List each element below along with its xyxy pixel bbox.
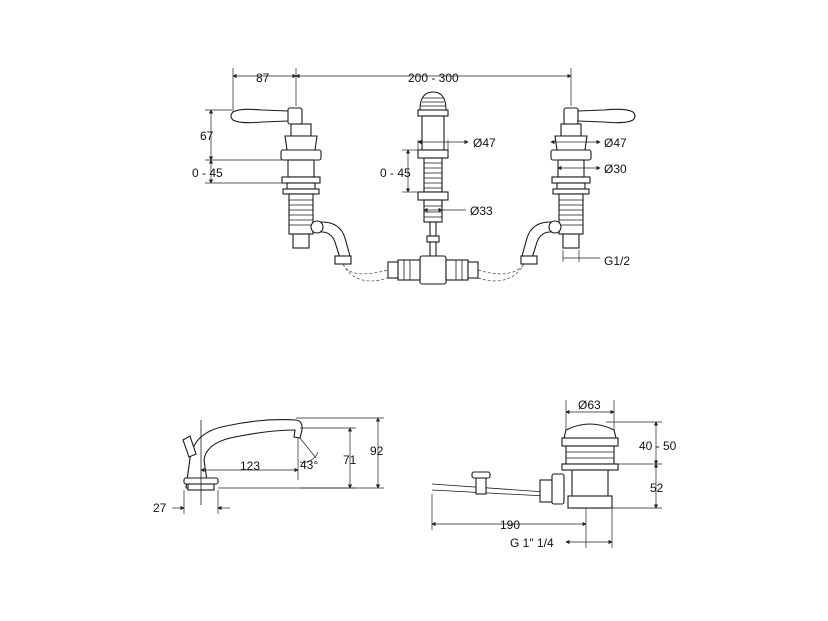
dim-27-label: 27 <box>153 501 167 515</box>
dim-33-label: Ø33 <box>470 204 493 218</box>
dim-0-45-left-label: 0 - 45 <box>192 166 223 180</box>
dim-92-label: 92 <box>370 444 384 458</box>
dim-g1-label: G 1" 1/4 <box>510 536 554 550</box>
dim-63-label: Ø63 <box>578 398 601 412</box>
dim-30-label: Ø30 <box>604 162 627 176</box>
right-lever-valve <box>520 107 636 265</box>
left-lever-valve <box>230 107 352 265</box>
center-spout-body <box>387 91 479 285</box>
dim-67-label: 67 <box>200 129 214 143</box>
dim-40-50-label: 40 - 50 <box>639 439 677 453</box>
dim-47-right-label: Ø47 <box>604 136 627 150</box>
dim-71-label: 71 <box>343 453 357 467</box>
dim-52-label: 52 <box>650 481 664 495</box>
dim-87-label: 87 <box>256 71 270 85</box>
spout-dimension-lines <box>172 417 384 514</box>
connecting-hoses <box>342 263 525 282</box>
spout-dimension-labels: 123 43° 71 92 27 <box>153 444 384 515</box>
popup-waste-assembly <box>431 423 619 509</box>
dim-123-label: 123 <box>240 459 260 473</box>
dim-g12-label: G1/2 <box>604 254 630 268</box>
dim-200-300-label: 200 - 300 <box>408 71 459 85</box>
dim-190-label: 190 <box>500 518 520 532</box>
dim-0-45-center-label: 0 - 45 <box>380 166 411 180</box>
dim-47-center-label: Ø47 <box>473 136 496 150</box>
spout-side-view <box>182 419 303 505</box>
top-dimension-labels: 87 200 - 300 67 0 - 45 0 - 45 Ø47 Ø33 Ø4… <box>192 71 630 268</box>
waste-dimension-lines <box>431 400 662 548</box>
dim-43-degree-label: 43° <box>300 458 318 472</box>
top-dimension-lines <box>205 68 601 262</box>
waste-dimension-labels: Ø63 40 - 50 52 190 G 1" 1/4 <box>500 398 677 550</box>
